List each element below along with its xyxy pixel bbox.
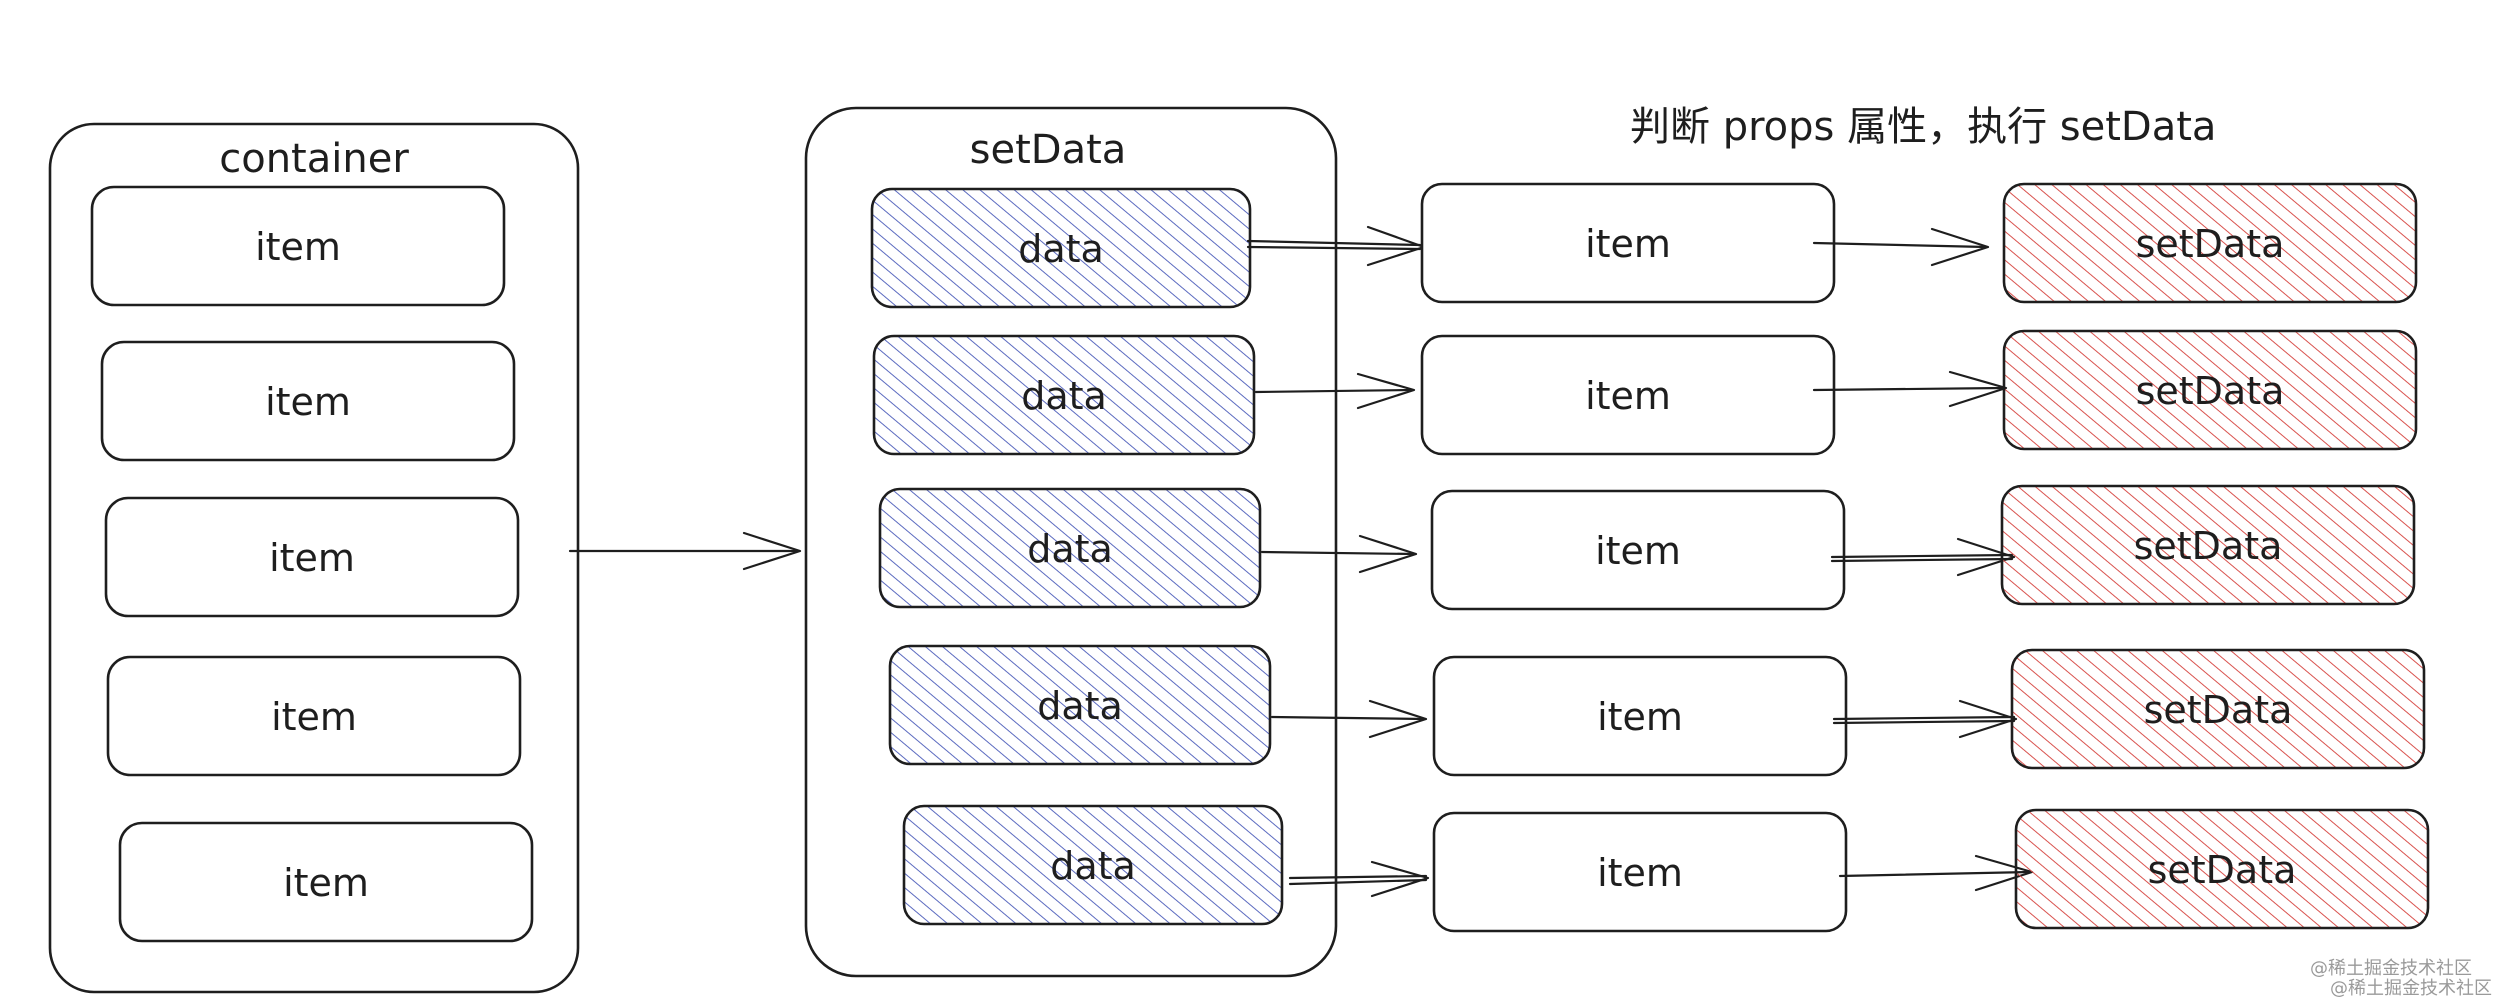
data-block-2: data	[872, 334, 1256, 456]
container-item-label: item	[271, 695, 357, 739]
setdata-block-4: setData	[2010, 648, 2426, 770]
container-item-3: item	[104, 496, 520, 618]
data-block-label: data	[1021, 374, 1107, 418]
arrow-item-to-setdata-1	[1812, 227, 1990, 267]
item-label: item	[1597, 851, 1683, 895]
container-item-label: item	[265, 380, 351, 424]
item-label: item	[1585, 222, 1671, 266]
container-item-4: item	[106, 655, 522, 777]
data-block-label: data	[1037, 684, 1123, 728]
data-block-label: data	[1018, 227, 1104, 271]
arrow-data-to-item-2	[1254, 372, 1416, 410]
setdata-block-label: setData	[2148, 848, 2297, 892]
item-label: item	[1595, 529, 1681, 573]
setdata-block-label: setData	[2136, 222, 2285, 266]
item-box-4: item	[1432, 655, 1848, 777]
setdata-block-2: setData	[2002, 329, 2418, 451]
item-box-5: item	[1432, 811, 1848, 933]
arrow-item-to-setdata-2	[1812, 370, 2008, 408]
setdata-block-1: setData	[2002, 182, 2418, 304]
setdata-block-label: setData	[2134, 524, 2283, 568]
arrow-container-to-setdata	[568, 531, 802, 571]
item-box-3: item	[1430, 489, 1846, 611]
setdata-frame-title: setData	[970, 127, 1127, 173]
container-item-label: item	[283, 861, 369, 905]
data-block-5: data	[902, 804, 1284, 926]
watermark-line-1: @稀土掘金技术社区	[2310, 958, 2472, 979]
container-item-5: item	[118, 821, 534, 943]
container-item-label: item	[255, 225, 341, 269]
data-block-label: data	[1027, 527, 1113, 571]
setdata-block-5: setData	[2014, 808, 2430, 930]
arrow-item-to-setdata-3	[1830, 537, 2016, 577]
setdata-block-label: setData	[2144, 688, 2293, 732]
container-frame: container item item item item item	[48, 122, 580, 994]
caption: 判断 props 属性，执行 setData	[1630, 104, 2216, 150]
watermark-line-2: @稀土掘金技术社区	[2330, 978, 2492, 999]
item-label: item	[1597, 695, 1683, 739]
arrow-data-to-item-5	[1288, 860, 1430, 898]
data-block-1: data	[870, 187, 1252, 309]
setdata-block-3: setData	[2000, 484, 2416, 606]
data-block-label: data	[1050, 844, 1136, 888]
item-box-2: item	[1420, 334, 1836, 456]
arrow-data-to-item-4	[1270, 699, 1428, 739]
item-box-1: item	[1420, 182, 1836, 304]
container-title: container	[219, 136, 409, 182]
arrow-data-to-item-3	[1260, 534, 1418, 574]
setdata-frame: setData data data data data data	[804, 106, 1338, 978]
container-item-label: item	[269, 536, 355, 580]
container-item-1: item	[90, 185, 506, 307]
arrow-item-to-setdata-4	[1832, 699, 2018, 739]
data-block-3: data	[878, 487, 1262, 609]
arrow-item-to-setdata-5	[1838, 854, 2034, 892]
item-label: item	[1585, 374, 1671, 418]
setdata-block-label: setData	[2136, 369, 2285, 413]
container-item-2: item	[100, 340, 516, 462]
data-block-4: data	[888, 644, 1272, 766]
